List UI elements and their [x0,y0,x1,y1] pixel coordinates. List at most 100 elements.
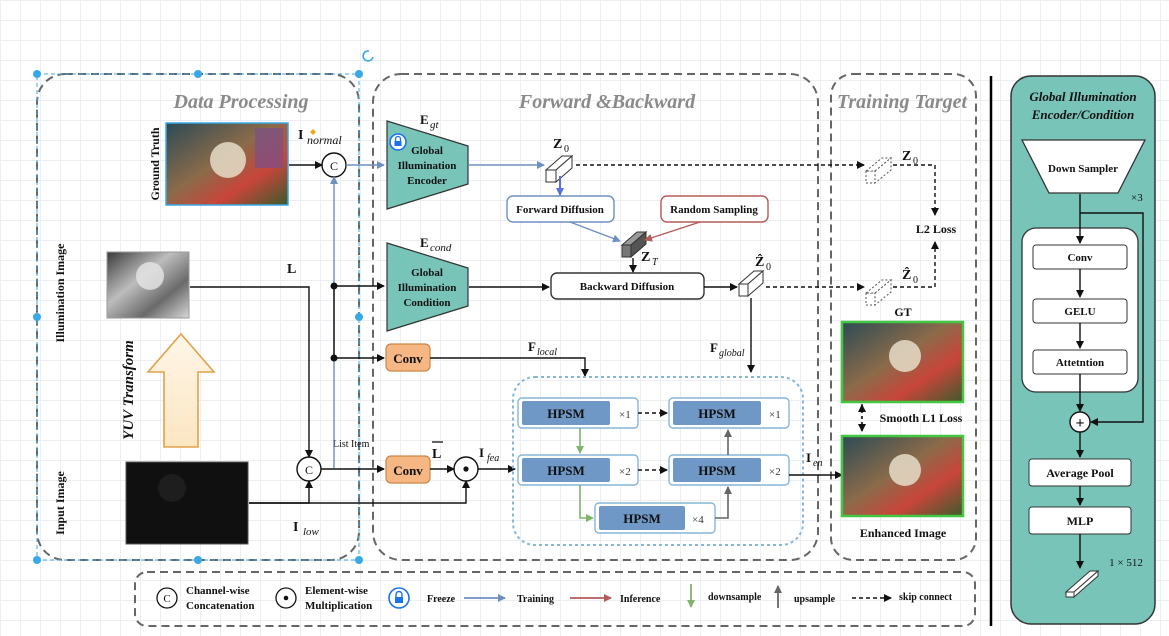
hpsm-block-1: HPSM ×1 [517,397,639,429]
random-sampling-block [660,195,769,223]
gt-label: GT [894,305,911,319]
legend-freeze: Freeze [388,587,456,609]
input-image-label: Input Image [53,470,67,534]
e-cond-label: E [420,235,429,250]
z0-hat-target-cube [864,278,893,307]
ground-truth-label: Ground Truth [148,127,162,200]
output-dim-label: 1 × 512 [1109,557,1143,569]
input-image [125,461,249,545]
hpsm-label-3: HPSM [698,406,736,421]
legend-downsample: downsample [687,584,762,608]
section-title-forward-backward: Forward &Backward [518,91,696,113]
legend-training: Training [464,594,554,605]
down-sampler-block [1020,139,1147,194]
hpsm-mult-2: ×2 [619,466,631,478]
smooth-l1-loss-label: Smooth L1 Loss [880,411,963,425]
i-normal-sub: normal [307,133,342,147]
legend-elementwise-line1: Element-wise [305,585,368,597]
mlp-label: MLP [1067,514,1094,528]
average-pool-label: Average Pool [1046,466,1114,480]
panel-title-line1: Global Illumination [1029,89,1136,104]
legend-concat: C Channel-wise Concatenation [156,585,254,612]
hpsm-region [512,376,804,546]
i-fea-label: I [479,445,484,460]
l-bar-label: L [432,447,441,462]
legend-concat-line2: Concatenation [186,600,254,612]
z0-cube [544,154,574,184]
e-gt-label: E [420,112,429,127]
random-sampling-label: Random Sampling [670,204,758,216]
hpsm-label-4: HPSM [698,463,736,478]
legend-inference: Inference [570,594,661,605]
e-gt-sub: gt [430,119,440,131]
i-en-sub: en [813,458,822,469]
hpsm-block-4: HPSM ×2 [668,454,790,486]
i-fea-sub: fea [487,453,499,464]
hpsm-label-2: HPSM [547,463,585,478]
target-z0-label: Z [902,149,911,164]
training-target-frame [830,73,977,561]
hpsm-mult-1: ×1 [619,409,631,421]
conv-label-bottom: Conv [393,463,423,478]
zt-sub: T [652,257,659,268]
i-normal-label: I [298,128,303,143]
legend-skip-connect: skip connect [852,592,953,603]
z0-hat-cube [737,269,765,298]
i-low-sub: low [303,526,320,538]
concat-symbol-bottom: C [305,463,313,477]
gelu-layer-label: GELU [1064,306,1095,318]
panel-title-line2: Encoder/Condition [1031,107,1135,122]
backward-diffusion-label: Backward Diffusion [580,281,674,293]
diamond-icon [310,129,316,135]
attention-layer-label: Attetntion [1056,357,1104,369]
legend-elementwise-line2: Multiplication [305,600,372,612]
i-en-label: I [806,450,811,465]
rotate-icon[interactable] [362,50,374,62]
condition-line3: Condition [403,297,450,309]
section-title-training-target: Training Target [837,91,969,113]
concat-symbol-top: C [330,159,338,173]
legend-downsample-label: downsample [708,592,762,603]
condition-line1: Global [411,267,443,279]
forward-diffusion-block [506,195,615,223]
legend-upsample-label: upsample [794,594,836,605]
hpsm-block-3: HPSM ×1 [668,397,790,429]
residual-add-symbol: + [1075,415,1084,432]
f-global-sub: global [719,348,745,359]
legend-freeze-label: Freeze [427,594,456,605]
encoder-line3: Encoder [407,175,447,187]
legend-training-label: Training [517,594,554,605]
hpsm-label-5: HPSM [623,511,661,526]
f-local-label: F [528,339,536,354]
yuv-transform-arrow [146,332,216,448]
i-low-label: I [293,520,298,535]
zt-label: Z [641,250,650,265]
global-illumination-encoder [386,120,469,210]
legend-concat-symbol: C [163,593,170,605]
down-sampler-mult: ×3 [1131,192,1143,204]
legend-skip-connect-label: skip connect [899,592,953,603]
f-local-sub: local [537,347,557,358]
hpsm-block-2: HPSM ×2 [517,454,639,486]
e-cond-sub: cond [430,242,452,254]
l2-loss-label: L2 Loss [916,222,957,236]
enhanced-image-label: Enhanced Image [860,526,947,540]
encoder-line1: Global [411,145,443,157]
hpsm-mult-4: ×2 [769,466,781,478]
target-z0-sub: 0 [913,156,918,167]
list-item-label: List Item [333,439,370,450]
z0-label: Z [553,137,562,152]
legend-frame [134,571,976,627]
backward-diffusion-block [550,272,705,300]
section-title-data-processing: Data Processing [173,91,309,113]
l-label: L [287,262,296,277]
yuv-transform-label: YUV Transform [121,340,137,440]
target-z0-hat-label: Ẑ [902,266,911,283]
selection-handles[interactable] [33,70,363,564]
hpsm-block-5: HPSM ×4 [594,502,716,534]
conv-layer-label: Conv [1067,252,1093,264]
target-z0-hat-sub: 0 [913,275,918,286]
hpsm-label-1: HPSM [547,406,585,421]
output-embedding-cube [1064,569,1100,599]
